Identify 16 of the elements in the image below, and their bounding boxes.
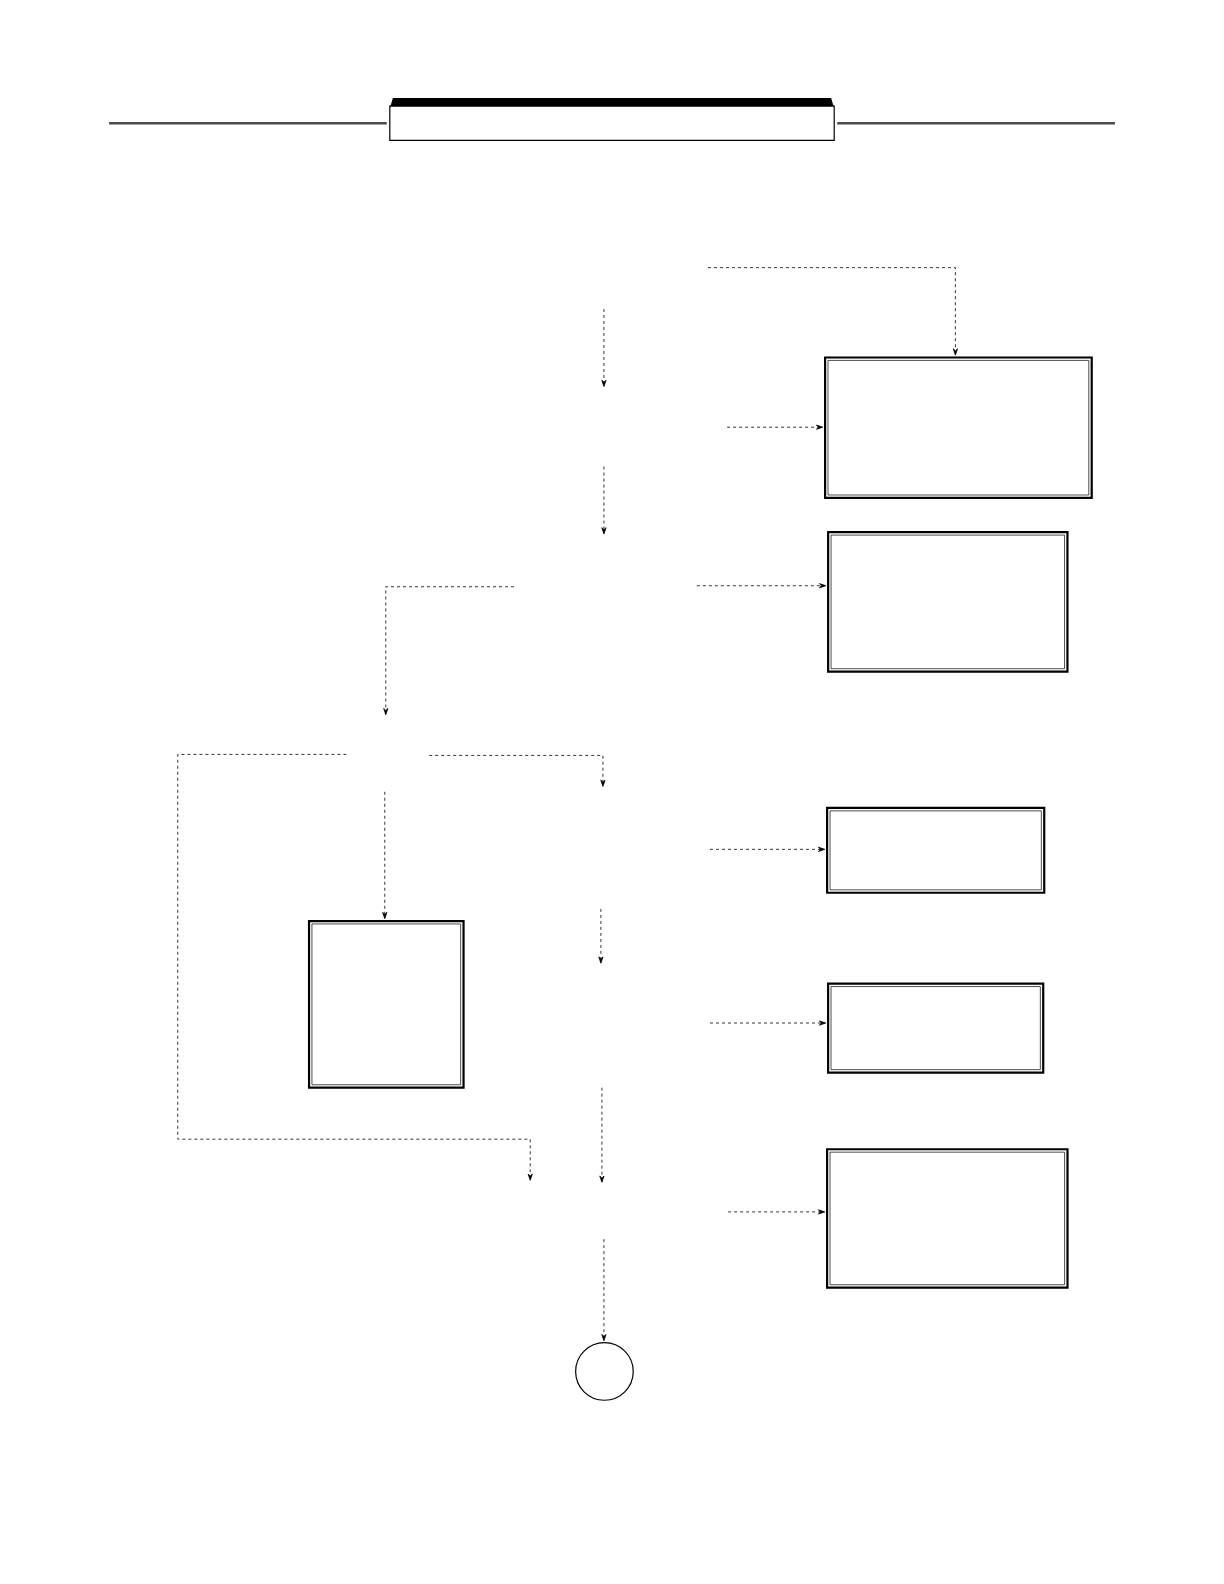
arrow — [696, 583, 827, 589]
terminal-circle — [575, 1342, 634, 1401]
process-box — [826, 806, 1046, 894]
arrow — [726, 424, 824, 430]
process-box — [826, 1148, 1069, 1289]
arrow — [727, 1209, 826, 1215]
process-box — [824, 356, 1093, 499]
arrow — [709, 1020, 827, 1026]
arrow — [707, 267, 958, 356]
arrow — [382, 791, 388, 920]
arrow — [709, 846, 826, 852]
process-box — [307, 919, 465, 1089]
process-box — [827, 531, 1069, 673]
title-banner — [389, 97, 835, 141]
arrow — [601, 1238, 607, 1342]
process-box — [827, 982, 1045, 1074]
